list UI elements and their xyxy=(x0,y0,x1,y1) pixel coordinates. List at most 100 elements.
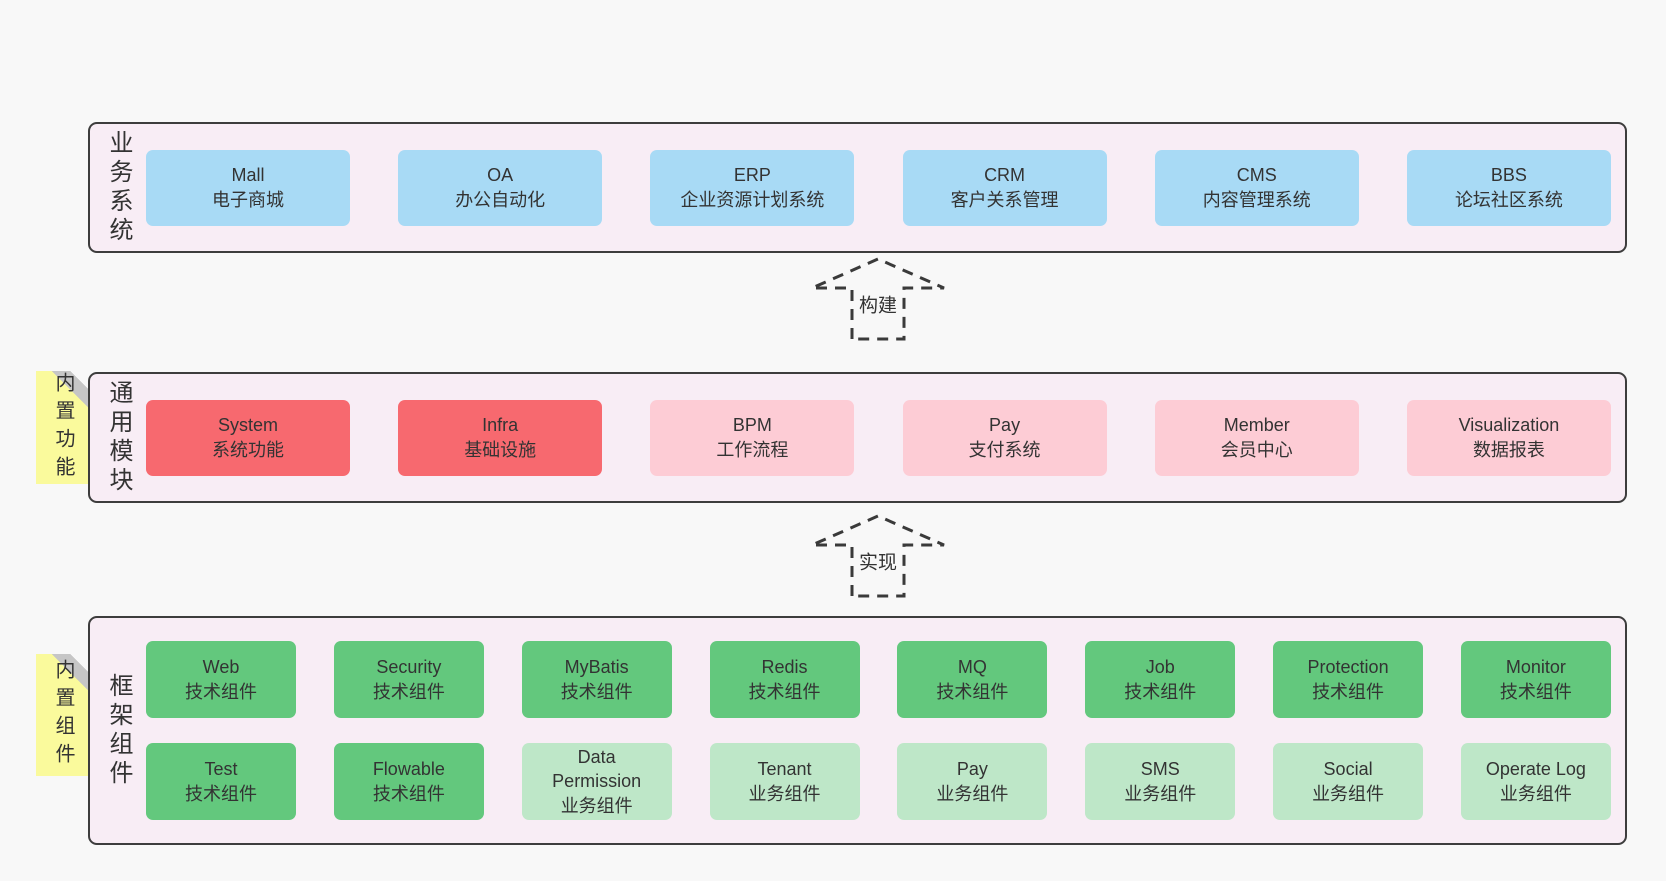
section-common-modules: 内置功能 通用模块 System 系统功能 Infra 基础设施 BPM 工作流… xyxy=(36,371,1627,503)
box-cms: CMS 内容管理系统 xyxy=(1154,149,1359,226)
component-grid: Web 技术组件 Security 技术组件 MyBatis 技术组件 Redi… xyxy=(146,618,1625,843)
sticky-label: 内置功能 xyxy=(52,371,74,484)
box-title: Tenant xyxy=(757,759,812,780)
box-monitor: Monitor 技术组件 xyxy=(1460,641,1611,718)
box-subtitle: 企业资源计划系统 xyxy=(680,189,825,210)
box-member: Member 会员中心 xyxy=(1154,399,1359,476)
box-web: Web 技术组件 xyxy=(146,641,296,718)
box-protection: Protection 技术组件 xyxy=(1273,641,1424,718)
box-title: Infra xyxy=(482,415,519,436)
components-section-label: 框架组件 xyxy=(105,672,132,789)
box-sms: SMS 业务组件 xyxy=(1085,743,1236,820)
box-subtitle: 业务组件 xyxy=(748,783,821,804)
box-social: Social 业务组件 xyxy=(1273,743,1424,820)
box-title: CRM xyxy=(984,165,1026,186)
box-title: Social xyxy=(1323,759,1373,780)
box-title: Visualization xyxy=(1458,415,1560,436)
box-title: SMS xyxy=(1140,759,1180,780)
box-subtitle: 系统功能 xyxy=(212,439,284,460)
box-title: Web xyxy=(202,657,240,678)
box-title: BPM xyxy=(732,415,772,436)
box-subtitle: 业务组件 xyxy=(560,795,633,816)
box-title: MyBatis xyxy=(564,657,629,678)
business-boxes: Mall 电子商城 OA 办公自动化 ERP 企业资源计划系统 CRM 客户关系… xyxy=(146,124,1625,251)
arrow-build-label: 构建 xyxy=(855,290,901,318)
box-bpm: BPM 工作流程 xyxy=(650,399,855,476)
box-title: ERP xyxy=(733,165,771,186)
box-subtitle: 技术组件 xyxy=(372,783,445,804)
box-flowable: Flowable 技术组件 xyxy=(333,743,484,820)
business-section-label: 业务系统 xyxy=(105,129,132,246)
section-label-wrap: 框架组件 xyxy=(90,618,146,843)
box-subtitle: 客户关系管理 xyxy=(950,189,1059,210)
box-subtitle: 业务组件 xyxy=(1124,783,1197,804)
box-subtitle: 技术组件 xyxy=(185,681,257,702)
arrow-implement: 实现 xyxy=(808,513,948,599)
box-title: Operate Log xyxy=(1485,759,1586,780)
arrow-implement-label: 实现 xyxy=(855,547,901,575)
box-subtitle: 数据报表 xyxy=(1472,439,1545,460)
box-title: Pay xyxy=(956,759,988,780)
box-title: MQ xyxy=(957,657,987,678)
box-title: Flowable xyxy=(372,759,445,780)
sticky-note-built-in-components: 内置组件 xyxy=(36,654,90,776)
box-subtitle: 技术组件 xyxy=(560,681,633,702)
box-subtitle: 技术组件 xyxy=(1124,681,1197,702)
box-title: Pay xyxy=(989,415,1021,436)
box-subtitle: 业务组件 xyxy=(936,783,1009,804)
box-crm: CRM 客户关系管理 xyxy=(902,149,1107,226)
box-title: Job xyxy=(1145,657,1175,678)
box-subtitle: 技术组件 xyxy=(748,681,821,702)
box-test: Test 技术组件 xyxy=(146,743,296,820)
box-title: Security xyxy=(376,657,442,678)
box-subtitle: 业务组件 xyxy=(1499,783,1572,804)
component-row-1: Web 技术组件 Security 技术组件 MyBatis 技术组件 Redi… xyxy=(146,641,1611,718)
box-erp: ERP 企业资源计划系统 xyxy=(650,149,855,226)
box-pay-module: Pay 支付系统 xyxy=(902,399,1107,476)
box-pay-component: Pay 业务组件 xyxy=(897,743,1048,820)
box-system: System 系统功能 xyxy=(146,399,350,476)
box-subtitle: 电子商城 xyxy=(212,189,284,210)
box-subtitle: 办公自动化 xyxy=(455,189,546,210)
box-job: Job 技术组件 xyxy=(1085,641,1236,718)
box-mall: Mall 电子商城 xyxy=(146,149,350,226)
arrow-up-icon xyxy=(811,257,945,341)
box-infra: Infra 基础设施 xyxy=(398,399,603,476)
section-business-systems: 业务系统 Mall 电子商城 OA 办公自动化 ERP 企业资源计划系统 CRM… xyxy=(88,122,1627,253)
box-tenant: Tenant 业务组件 xyxy=(709,743,860,820)
module-boxes: System 系统功能 Infra 基础设施 BPM 工作流程 Pay 支付系统… xyxy=(146,374,1625,501)
arrow-up-icon xyxy=(811,514,945,598)
box-operate-log: Operate Log 业务组件 xyxy=(1460,743,1611,820)
box-title: Test xyxy=(204,759,238,780)
box-title: BBS xyxy=(1490,165,1527,186)
modules-section-label: 通用模块 xyxy=(105,379,132,496)
box-title: Mall xyxy=(231,165,265,186)
section-label-wrap: 业务系统 xyxy=(90,124,146,251)
box-title: CMS xyxy=(1236,165,1277,186)
box-title: Protection xyxy=(1307,657,1389,678)
box-subtitle: 内容管理系统 xyxy=(1202,189,1311,210)
box-title: Redis xyxy=(761,657,808,678)
box-redis: Redis 技术组件 xyxy=(709,641,860,718)
section-framework-components: 内置组件 框架组件 Web 技术组件 Security 技术组件 MyBatis… xyxy=(36,616,1627,845)
box-subtitle: 技术组件 xyxy=(1312,681,1385,702)
box-data-permission: Data Permission 业务组件 xyxy=(521,743,672,820)
box-title: Data Permission xyxy=(552,747,642,792)
box-subtitle: 技术组件 xyxy=(372,681,445,702)
box-title: OA xyxy=(487,165,514,186)
arrow-build: 构建 xyxy=(808,256,948,342)
box-mq: MQ 技术组件 xyxy=(897,641,1048,718)
box-subtitle: 基础设施 xyxy=(464,439,537,460)
box-bbs: BBS 论坛社区系统 xyxy=(1406,149,1611,226)
box-oa: OA 办公自动化 xyxy=(398,149,603,226)
box-title: Member xyxy=(1223,415,1290,436)
component-row-2: Test 技术组件 Flowable 技术组件 Data Permission … xyxy=(146,743,1611,820)
box-subtitle: 技术组件 xyxy=(185,783,257,804)
box-subtitle: 论坛社区系统 xyxy=(1454,189,1563,210)
box-subtitle: 业务组件 xyxy=(1312,783,1385,804)
box-security: Security 技术组件 xyxy=(333,641,484,718)
box-mybatis: MyBatis 技术组件 xyxy=(521,641,672,718)
box-title: System xyxy=(217,415,278,436)
box-subtitle: 技术组件 xyxy=(936,681,1009,702)
box-subtitle: 工作流程 xyxy=(716,439,789,460)
